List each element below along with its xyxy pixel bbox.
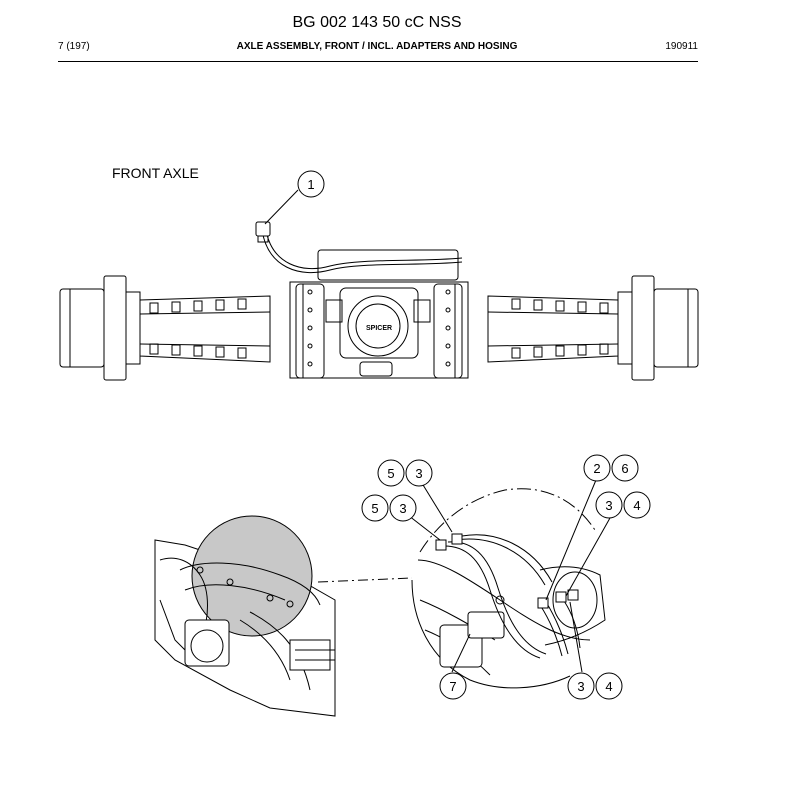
callout-3-lower: 3 <box>399 501 406 516</box>
callout-7: 7 <box>449 679 456 694</box>
document-title: AXLE ASSEMBLY, FRONT / INCL. ADAPTERS AN… <box>236 41 518 52</box>
page-number: 7 (197) <box>58 41 90 52</box>
detail-perspective-view <box>154 515 336 717</box>
callout-circles <box>297 170 651 700</box>
callout-1: 1 <box>307 177 314 192</box>
detail-enlarged-view <box>411 488 606 689</box>
header-rule <box>58 61 698 62</box>
callout-4-bottom: 4 <box>605 679 612 694</box>
document-code: BG 002 143 50 cC NSS <box>292 14 462 31</box>
document-date: 190911 <box>665 41 698 52</box>
callout-4-right: 4 <box>633 498 640 513</box>
front-axle-illustration: SPICER <box>59 221 699 381</box>
section-label: FRONT AXLE <box>112 165 199 181</box>
callout-3-bottom: 3 <box>577 679 584 694</box>
callout-3-upper: 3 <box>415 466 422 481</box>
callout-3-right: 3 <box>605 498 612 513</box>
spicer-logo-text: SPICER <box>366 325 392 332</box>
callout-5-upper: 5 <box>387 466 394 481</box>
callout-6: 6 <box>621 461 628 476</box>
callout-5-lower: 5 <box>371 501 378 516</box>
callout-2: 2 <box>593 461 600 476</box>
